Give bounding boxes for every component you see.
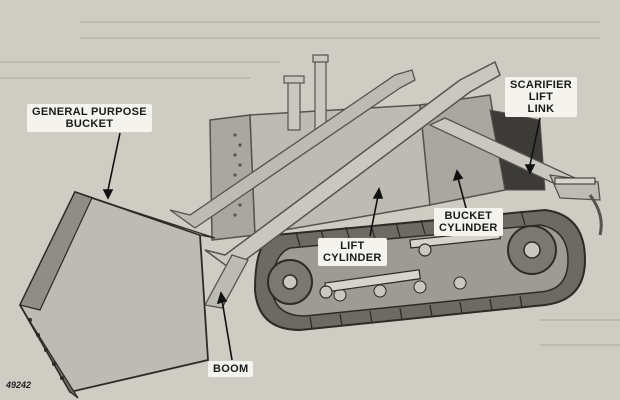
label-line: CYLINDER: [323, 252, 382, 264]
label-line: LIFT: [528, 91, 554, 103]
label-line: LINK: [527, 103, 555, 115]
leader-lines: [102, 117, 541, 361]
label-general-purpose-bucket: GENERAL PURPOSE BUCKET: [27, 104, 152, 132]
figure-number: 49242: [6, 380, 32, 390]
label-line: GENERAL PURPOSE: [32, 106, 147, 118]
boom-arms: [169, 60, 501, 309]
label-boom: BOOM: [208, 361, 254, 377]
background-text-lines: [0, 21, 620, 346]
label-lift-cylinder: LIFT CYLINDER: [318, 238, 387, 266]
label-line: CYLINDER: [439, 222, 498, 234]
label-line: BUCKET: [444, 210, 493, 222]
bucket-part: [18, 190, 216, 399]
label-line: BUCKET: [65, 118, 114, 130]
scarifier-linkage: [428, 117, 603, 236]
label-line: LIFT: [340, 240, 365, 252]
label-line: BOOM: [213, 363, 249, 375]
crawler-track: [253, 208, 587, 332]
label-line: SCARIFIER: [510, 79, 572, 91]
label-bucket-cylinder: BUCKET CYLINDER: [434, 208, 503, 236]
lift-cylinder-part: [319, 269, 422, 299]
label-scarifier-lift-link: SCARIFIER LIFT LINK: [505, 77, 577, 117]
exhaust-stacks: [283, 54, 329, 131]
